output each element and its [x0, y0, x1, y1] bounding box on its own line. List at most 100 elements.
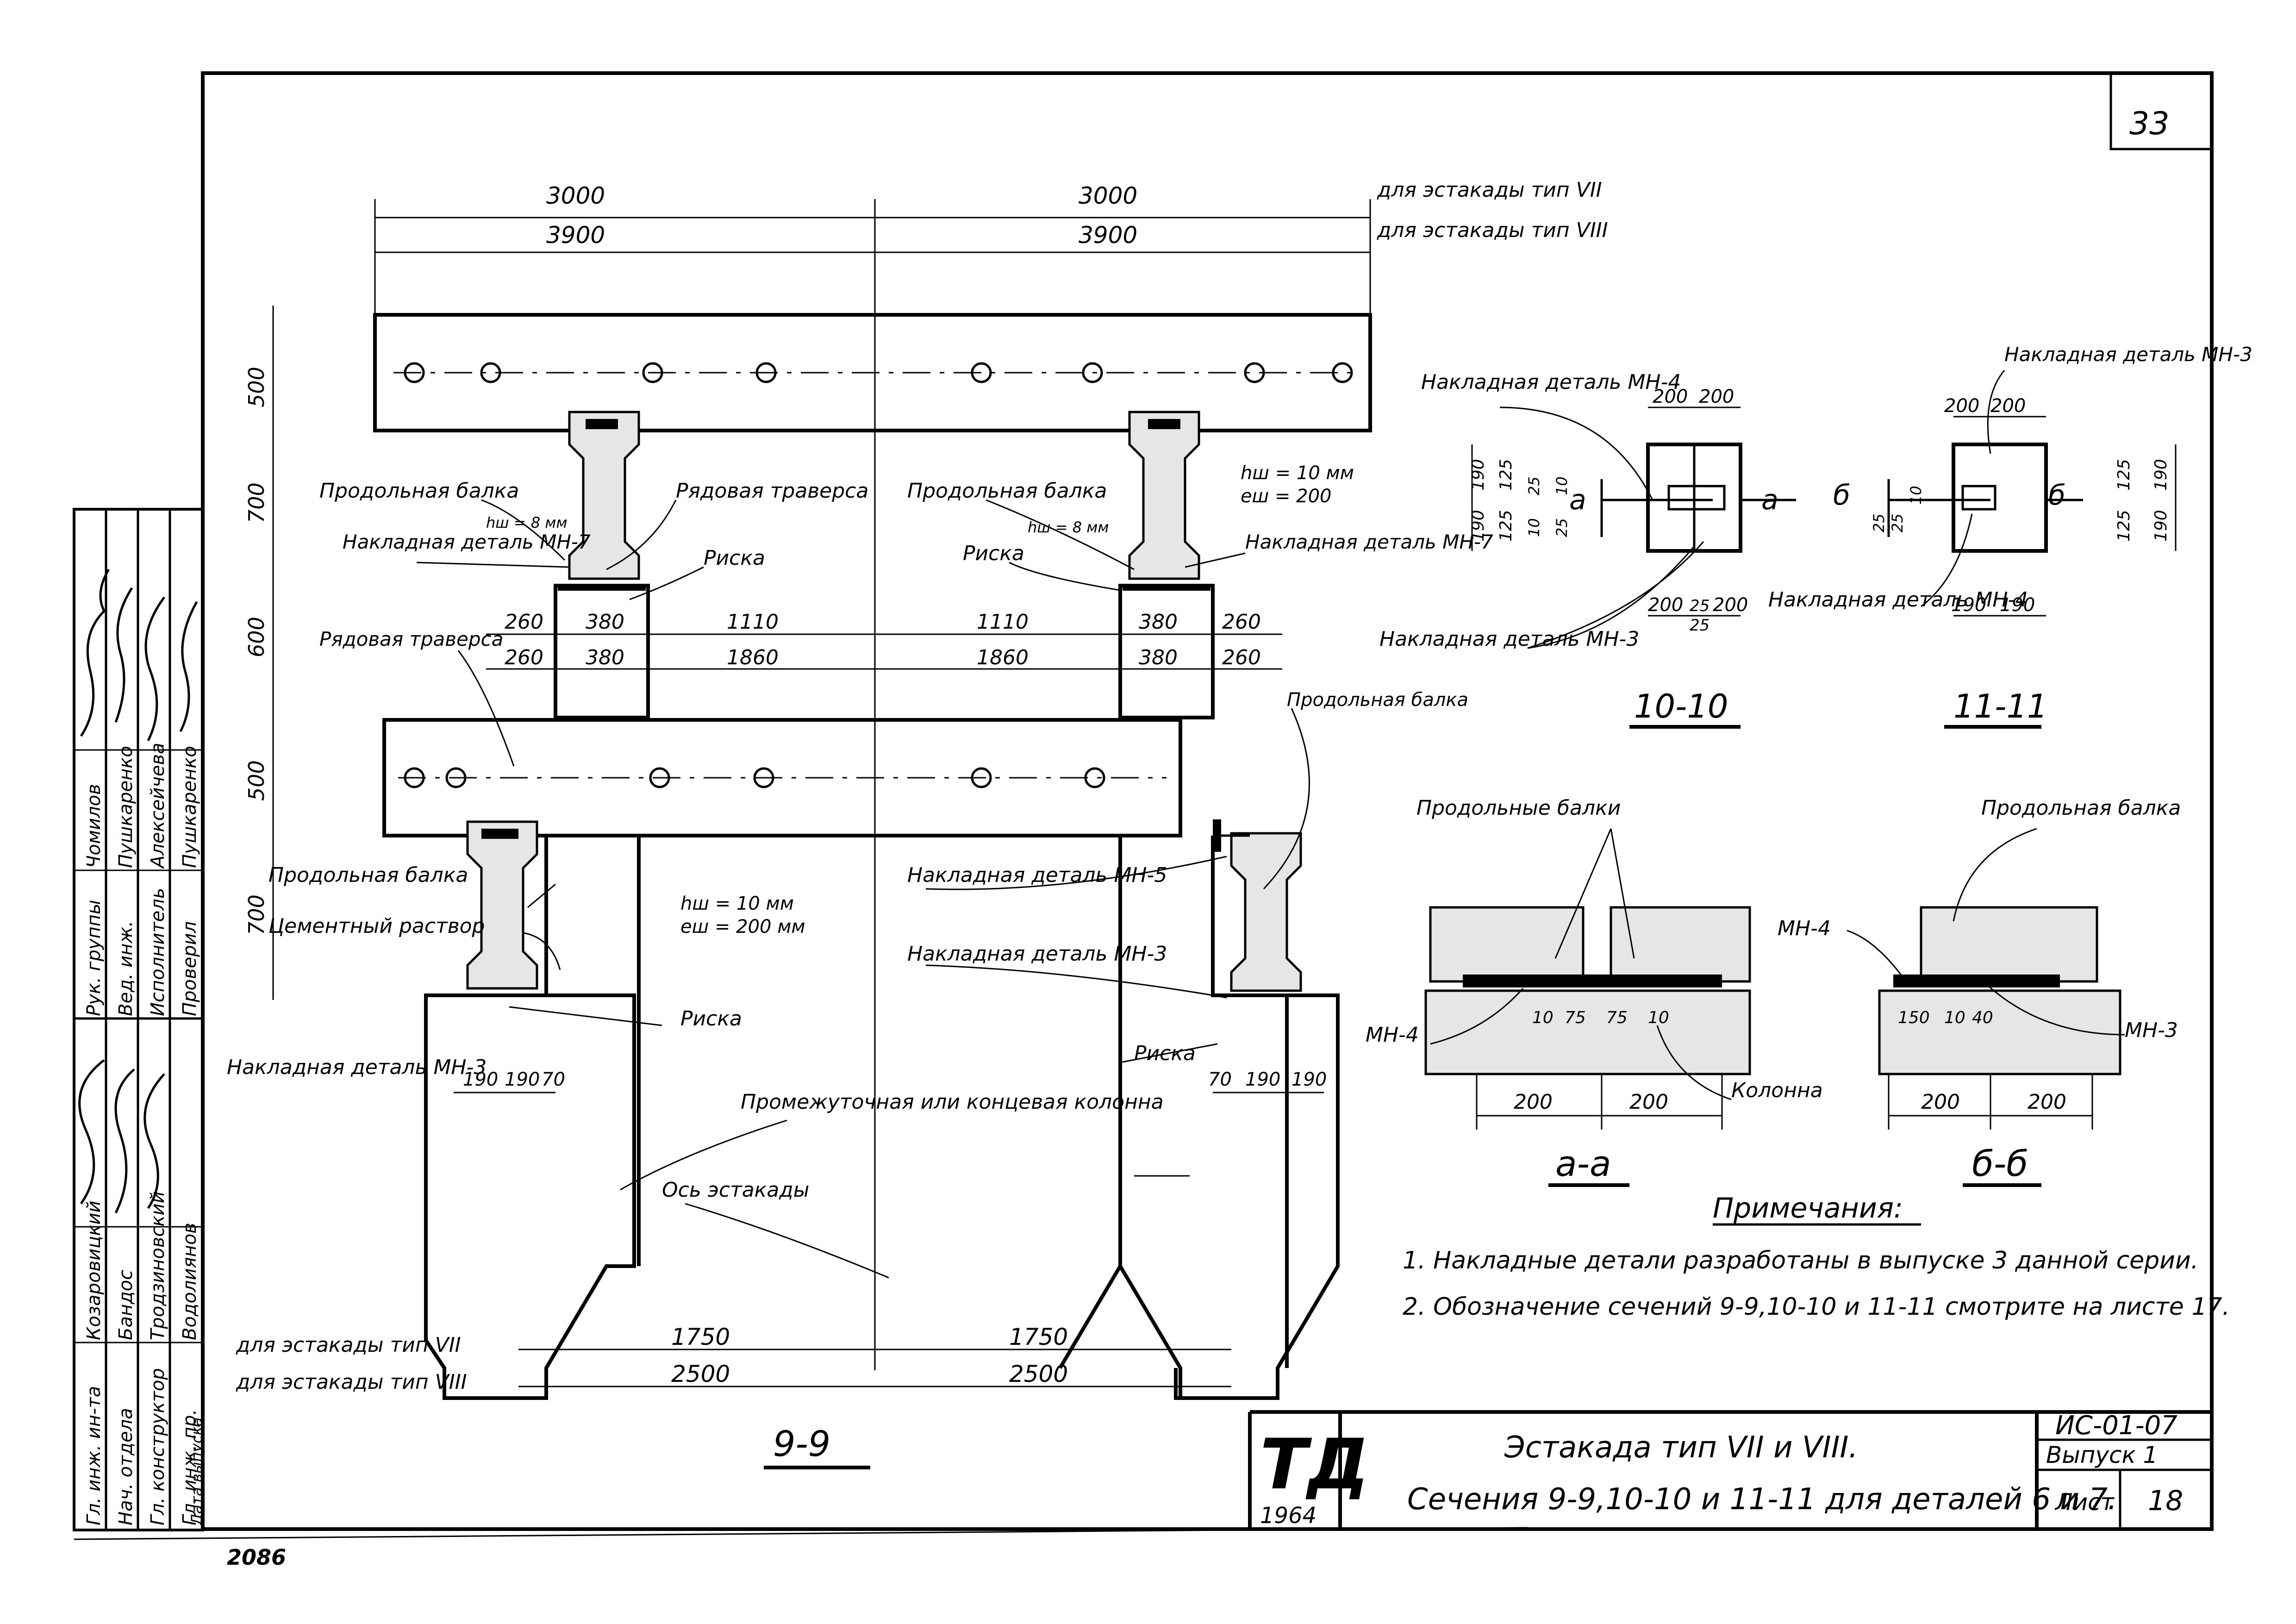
- dim-top-type8-label: для эстакады тип VIII: [1377, 219, 1608, 242]
- label-long-beam-1: Продольная балка: [319, 479, 519, 503]
- label-row-traverse-2: Рядовая траверса: [319, 628, 503, 650]
- vdim-500-top: 500: [244, 367, 269, 407]
- right-column: [1058, 836, 1340, 1400]
- section-11-11: б б 200 200 190 190 125 125 190 190 25 2…: [1768, 343, 2252, 729]
- label-long-beam-3: Продольная балка: [1287, 689, 1468, 711]
- section-b-b: 200 200 150 10 40 Продольная балка МН-4 …: [1778, 796, 2181, 1187]
- mdim-260-d: 260: [1222, 646, 1261, 669]
- stamp-role-5: Гл. инж. ин-та: [83, 1386, 105, 1525]
- bb-dim-bot-2: 200: [2028, 1090, 2066, 1114]
- s10-mark-a-left: а: [1569, 484, 1586, 516]
- section-10-10: а а 200 200 200 25 200 25 190 190 125 12…: [1379, 370, 1796, 729]
- s11-label-mn4: Накладная деталь МН-4: [1768, 588, 2028, 612]
- bdim-2500-b: 2500: [1009, 1361, 1068, 1387]
- left-column: [424, 993, 636, 1400]
- s11-vdim-1: 125: [2115, 510, 2134, 542]
- signature-5: [78, 1059, 105, 1205]
- label-cement: Цементный раствор: [268, 914, 485, 938]
- label-weld-mid2: eш = 200 мм: [680, 916, 805, 937]
- s10-label-mn3: Накладная деталь МН-3: [1379, 627, 1639, 651]
- ldim-70-a: 70: [542, 1069, 565, 1090]
- dim-top-right-type7: 3000: [1079, 182, 1137, 209]
- s10-vdim-5: 10: [1525, 518, 1543, 537]
- bdim-1750-a: 1750: [671, 1324, 730, 1350]
- stamp-role-9: Дата выпуска: [188, 1417, 206, 1526]
- sheet-number: 18: [2148, 1485, 2183, 1517]
- title-block: ТД 1964 Эстакада тип VII и VIII. Сечения…: [1248, 1410, 2212, 1529]
- s10-dim-bot-3: 200: [1713, 594, 1748, 616]
- drawing-title-line1: Эстакада тип VII и VIII.: [1504, 1430, 1858, 1465]
- logo-text: ТД: [1260, 1424, 1369, 1505]
- stamp-name-7: Тродзиновский: [147, 1191, 168, 1340]
- vdim-500-bottom: 500: [244, 760, 269, 801]
- label-weld-top2: eш = 200: [1241, 486, 1332, 507]
- archive-number: 2086: [227, 1545, 286, 1570]
- signature-2: [114, 587, 133, 723]
- bb-dim-bot-1: 200: [1921, 1090, 1960, 1114]
- bdim-1750-b: 1750: [1009, 1324, 1068, 1350]
- label-riska-1: Риска: [704, 546, 765, 570]
- aa-dim-bot-1: 200: [1514, 1090, 1553, 1114]
- s10-vdim-6: 25: [1525, 476, 1543, 495]
- issue-label: Выпуск 1: [2046, 1442, 2158, 1468]
- aa-dim-small-4: 10: [1648, 1008, 1669, 1027]
- aa-dim-bot-2: 200: [1629, 1090, 1668, 1114]
- s10-dim-top-1: 200: [1653, 386, 1688, 407]
- bb-label-beam: Продольная балка: [1981, 796, 2181, 820]
- bb-dim-small-2: 10: [1944, 1008, 1965, 1027]
- label-mn7-left: Накладная деталь МН-7: [343, 531, 591, 553]
- bb-dim-small-1: 150: [1898, 1008, 1930, 1027]
- aa-dim-small-1: 10: [1532, 1008, 1554, 1027]
- sheet-label: Лист: [2054, 1489, 2115, 1516]
- stamp-role-1: Рук. группы: [83, 900, 105, 1016]
- drawing-code: ИС-01-07: [2055, 1411, 2177, 1441]
- mdim-1860-a: 1860: [727, 646, 779, 669]
- note-1: 1. Накладные детали разработаны в выпуск…: [1403, 1247, 2198, 1274]
- dim-top-left-type8: 3900: [546, 222, 605, 249]
- aa-label-mn4: МН-4: [1366, 1023, 1419, 1047]
- corner-number: 33: [2129, 106, 2170, 142]
- s11-vdim-4: 190: [2152, 459, 2171, 491]
- corner-number-box: [2109, 73, 2212, 150]
- s11-mark-b-left: б: [1833, 479, 1850, 512]
- stamp-role-3: Исполнитель: [147, 888, 168, 1016]
- top-left-long-beam: [568, 411, 640, 580]
- section-9-9-title: 9-9: [773, 1423, 830, 1464]
- signature-4: [179, 601, 198, 732]
- drawing-title-line2: Сечения 9-9,10-10 и 11-11 для деталей 6 …: [1407, 1482, 2117, 1517]
- ldim-190-c: 190: [1245, 1069, 1280, 1090]
- logo-year: 1964: [1260, 1503, 1316, 1529]
- section-a-a: 200 200 10 75 75 10 Продольные балки МН-…: [1366, 796, 1823, 1187]
- stamp-name-1: Чомилов: [83, 784, 105, 868]
- mdim-1860-b: 1860: [977, 646, 1029, 669]
- s11-dim-top-2: 200: [1990, 395, 2026, 417]
- label-riska-3: Риска: [680, 1007, 742, 1031]
- s11-vdim-5: 25: [1870, 513, 1888, 532]
- dim-top-right-type8: 3900: [1079, 222, 1137, 249]
- s10-vdim-3: 125: [1497, 510, 1516, 542]
- aa-label-beams: Продольные балки: [1416, 796, 1621, 820]
- signature-3: [144, 596, 166, 742]
- stamp-name-4: Пушкаренко: [179, 746, 200, 868]
- bdim-type8-label: для эстакады тип VIII: [236, 1370, 467, 1394]
- s11-label-mn3: Накладная деталь МН-3: [2004, 343, 2252, 366]
- signature-6: [114, 1068, 135, 1214]
- ldim-190-b: 190: [505, 1069, 540, 1090]
- notes-title: Примечания:: [1713, 1192, 1903, 1224]
- s10-title: 10-10: [1634, 687, 1728, 725]
- s11-dim-bot-2: 190: [2000, 594, 2035, 616]
- dim-top-left-type7: 3000: [546, 182, 605, 209]
- label-row-traverse-1: Рядовая траверса: [676, 479, 868, 503]
- stamp-name-5: Козаровицкий: [83, 1201, 105, 1340]
- label-mn5: Накладная деталь МН-5: [907, 863, 1167, 887]
- archive-underline: [74, 1527, 1528, 1540]
- aa-label-column: Колонна: [1731, 1079, 1823, 1102]
- stamp-name-2: Пушкаренко: [115, 746, 137, 868]
- vdim-600: 600: [244, 617, 269, 657]
- label-mn7-right: Накладная деталь МН-7: [1245, 531, 1493, 553]
- stamp-role-2: Вед. инж.: [115, 921, 137, 1016]
- top-right-long-beam: [1128, 411, 1200, 580]
- top-beam-bolt-holes: [404, 362, 1353, 383]
- note-2: 2. Обозначение сечений 9-9,10-10 и 11-11…: [1403, 1293, 2230, 1321]
- s10-vdim-8: 10: [1553, 476, 1571, 495]
